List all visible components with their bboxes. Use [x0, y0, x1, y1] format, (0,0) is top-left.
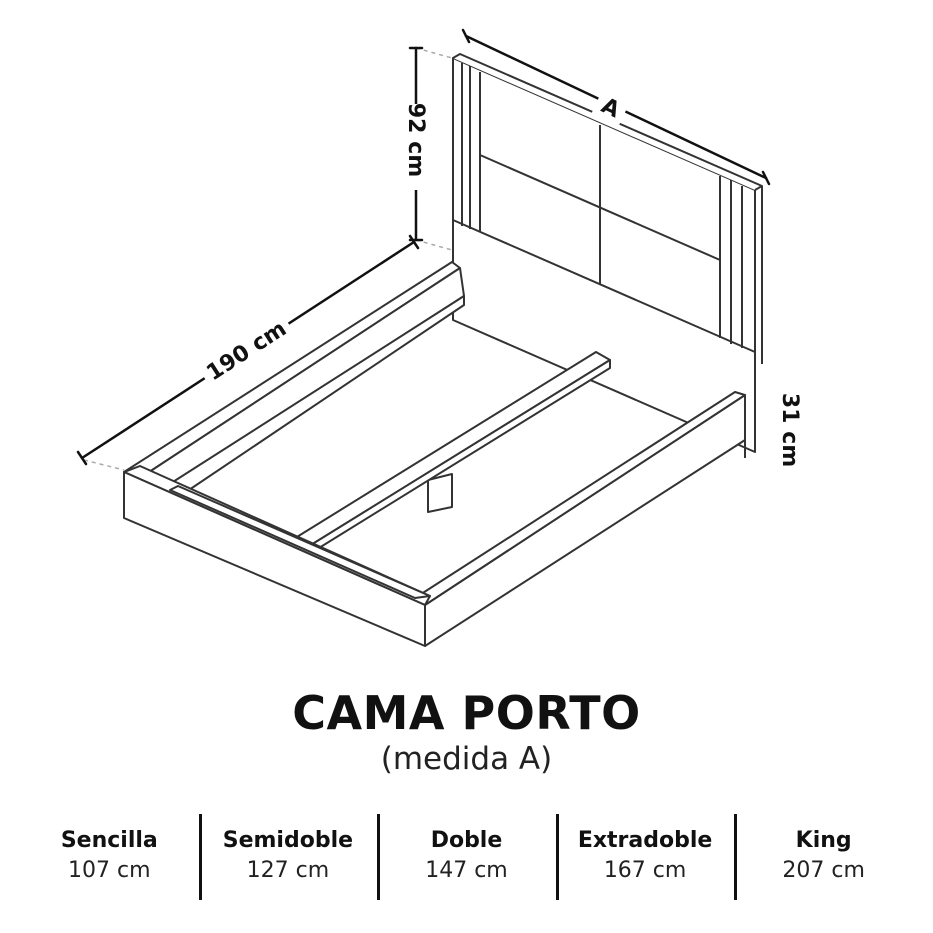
height-label: 92 cm	[403, 103, 428, 177]
headboard	[452, 53, 763, 453]
sizes-table: Sencilla 107 cm Semidoble 127 cm Doble 1…	[20, 812, 913, 902]
size-cell-extradoble: Extradoble 167 cm	[555, 812, 735, 902]
size-value: 107 cm	[68, 857, 151, 883]
footboard	[123, 465, 431, 647]
size-name: Extradoble	[577, 828, 713, 854]
size-name: Semidoble	[222, 828, 354, 854]
size-value: 167 cm	[603, 857, 687, 883]
size-cell-sencilla: Sencilla 107 cm	[20, 812, 199, 902]
size-name: Doble	[430, 828, 503, 854]
center-leg	[427, 473, 453, 513]
size-value: 127 cm	[246, 857, 330, 883]
product-title: CAMA PORTO	[292, 686, 641, 740]
size-value: 147 cm	[425, 857, 508, 883]
size-cell-semidoble: Semidoble 127 cm	[198, 812, 378, 902]
size-name: King	[795, 828, 852, 854]
product-subtitle: (medida A)	[380, 741, 553, 777]
center-slat	[291, 351, 611, 557]
size-cell-king: King 207 cm	[734, 812, 913, 902]
base-height-label: 31 cm	[777, 393, 802, 467]
bed-diagram: A 92 cm 190 cm 31 cm	[76, 28, 804, 647]
size-name: Sencilla	[60, 828, 158, 854]
left-rail	[123, 261, 465, 501]
right-rail	[414, 391, 746, 647]
size-cell-doble: Doble 147 cm	[377, 812, 556, 902]
size-value: 207 cm	[782, 857, 865, 883]
